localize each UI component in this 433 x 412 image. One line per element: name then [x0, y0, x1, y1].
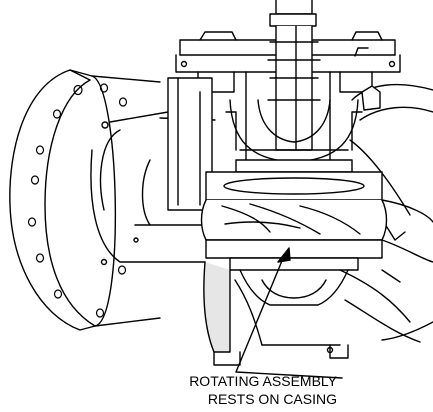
impeller — [202, 172, 387, 270]
pump-shaft — [258, 0, 330, 150]
callout-label-rotating-assembly: ROTATING ASSEMBLY — [189, 373, 337, 389]
volute-casing — [204, 200, 433, 365]
suction-flange — [10, 70, 160, 330]
callout-leader — [236, 248, 342, 378]
seal-chamber — [226, 100, 362, 172]
flange-bolt-holes — [29, 84, 127, 317]
suction-eye — [240, 270, 348, 305]
callout-label-rests-on-casing: RESTS ON CASING — [207, 391, 337, 407]
